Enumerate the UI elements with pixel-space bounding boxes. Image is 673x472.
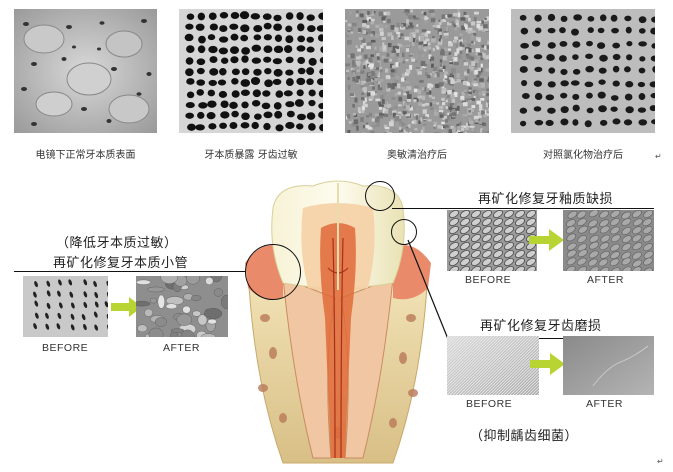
caption-normal-dentin: 电镜下正常牙本质表面 <box>14 146 157 161</box>
left-after-label: AFTER <box>163 342 200 354</box>
connector-right-top <box>392 208 654 209</box>
right-top-title: 再矿化修复牙釉质缺损 <box>478 188 613 207</box>
right-bottom-after-image <box>563 336 654 395</box>
right-top-after-image <box>563 210 654 271</box>
left-panel-subtitle: （降低牙本质过敏） <box>56 232 178 251</box>
right-top-after-label: AFTER <box>587 274 624 286</box>
micrograph-normal-dentin <box>14 9 157 133</box>
micrograph-exposed-dentin <box>179 9 323 133</box>
right-bottom-before-image <box>447 336 539 395</box>
connector-left <box>14 271 246 272</box>
left-before-label: BEFORE <box>42 342 88 354</box>
right-bottom-after-label: AFTER <box>586 398 623 410</box>
return-marker-icon: ↵ <box>655 152 662 161</box>
right-bottom-footer: （抑制龋齿细菌） <box>470 425 578 444</box>
right-bottom-before-label: BEFORE <box>466 398 512 410</box>
micrograph-chloride-control-image <box>511 9 655 133</box>
right-top-before-label: BEFORE <box>465 274 511 286</box>
caption-exposed-dentin: 牙本质暴露 牙齿过敏 <box>179 146 323 161</box>
callout-circle-dentin <box>245 244 301 300</box>
right-top-arrow-icon <box>529 228 565 256</box>
return-marker-icon-bottom: ↵ <box>657 457 664 466</box>
micrograph-normal-dentin-image <box>14 9 157 133</box>
micrograph-after-treatment-image <box>345 9 489 133</box>
callout-circle-enamel <box>365 181 395 211</box>
left-panel-title: 再矿化修复牙本质小管 <box>53 252 188 271</box>
micrograph-after-treatment <box>345 9 489 133</box>
micrograph-exposed-dentin-image <box>179 9 323 133</box>
micrograph-chloride-control <box>511 9 655 133</box>
left-before-image <box>23 276 108 337</box>
caption-after-treatment: 奥敏清治疗后 <box>345 146 489 161</box>
left-after-image <box>136 276 228 337</box>
right-bottom-arrow-icon <box>530 352 566 380</box>
right-bottom-title: 再矿化修复牙齿磨损 <box>480 315 602 334</box>
right-top-before-image <box>447 210 537 271</box>
caption-chloride-control: 对照氯化物治疗后 <box>511 146 655 161</box>
